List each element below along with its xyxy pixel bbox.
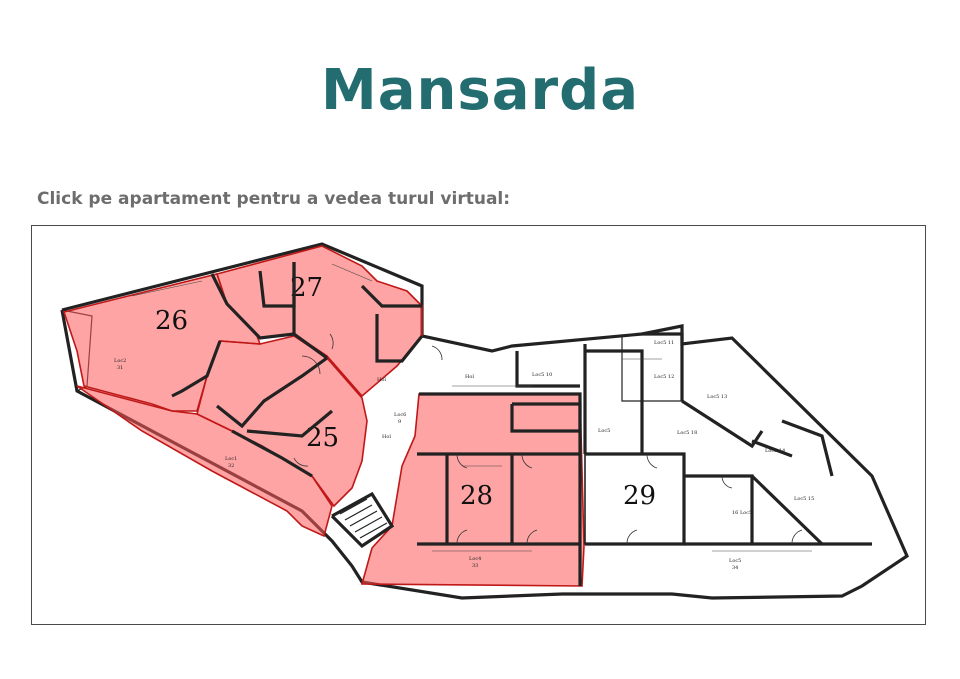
label-loc5-18: Loc5 18	[677, 430, 697, 436]
instruction-text: Click pe apartament pentru a vedea turul…	[37, 189, 511, 209]
apartment-29[interactable]: 29	[584, 453, 685, 545]
label-hol: Hol	[377, 377, 386, 383]
label-loc5-12: Loc5 12	[654, 374, 674, 380]
floor-plan: 26 27 25 28 29	[31, 225, 926, 625]
label-loc5-14: Loc5 14	[765, 448, 785, 454]
label-loc4-33-number: 33	[472, 563, 478, 569]
label-loc5-10: Loc5 10	[532, 372, 552, 378]
floor-plan-drawing: 26 27 25 28 29	[60, 242, 910, 600]
label-loc6-number: 9	[398, 419, 401, 425]
label-loc5-11: Loc5 11	[654, 340, 674, 346]
apartment-28-number: 28	[460, 481, 493, 511]
apartment-29-number: 29	[623, 481, 656, 511]
label-loc5-16: 16 Loc5	[732, 510, 752, 516]
label-loc5-13: Loc5 13	[707, 394, 727, 400]
label-loc1-32: Loc1	[225, 456, 237, 462]
room-labels: Hol Hol Hol Loc6 9 Loc5 10 Loc5 11 Loc5 …	[114, 340, 814, 571]
label-loc5-34-number: 34	[732, 565, 738, 571]
label-loc5-19: Loc5	[598, 428, 610, 434]
label-loc5-34: Loc5	[729, 558, 741, 564]
label-hol: Hol	[382, 434, 391, 440]
apartment-26-number: 26	[155, 306, 188, 336]
label-loc2-31: Loc2	[114, 358, 126, 364]
label-loc1-32-number: 32	[228, 463, 234, 469]
page-title: Mansarda	[321, 58, 639, 123]
label-loc2-31-number: 31	[117, 365, 123, 371]
label-loc5-15: Loc5 15	[794, 496, 814, 502]
dimension-lines	[131, 263, 812, 552]
apartment-28[interactable]: 28	[360, 393, 585, 587]
label-hol: Hol	[465, 374, 474, 380]
interior-walls	[171, 262, 872, 586]
doors	[293, 333, 803, 545]
label-loc4-33: Loc4	[469, 556, 481, 562]
label-loc6: Loc6	[394, 412, 406, 418]
staircase	[330, 491, 395, 549]
